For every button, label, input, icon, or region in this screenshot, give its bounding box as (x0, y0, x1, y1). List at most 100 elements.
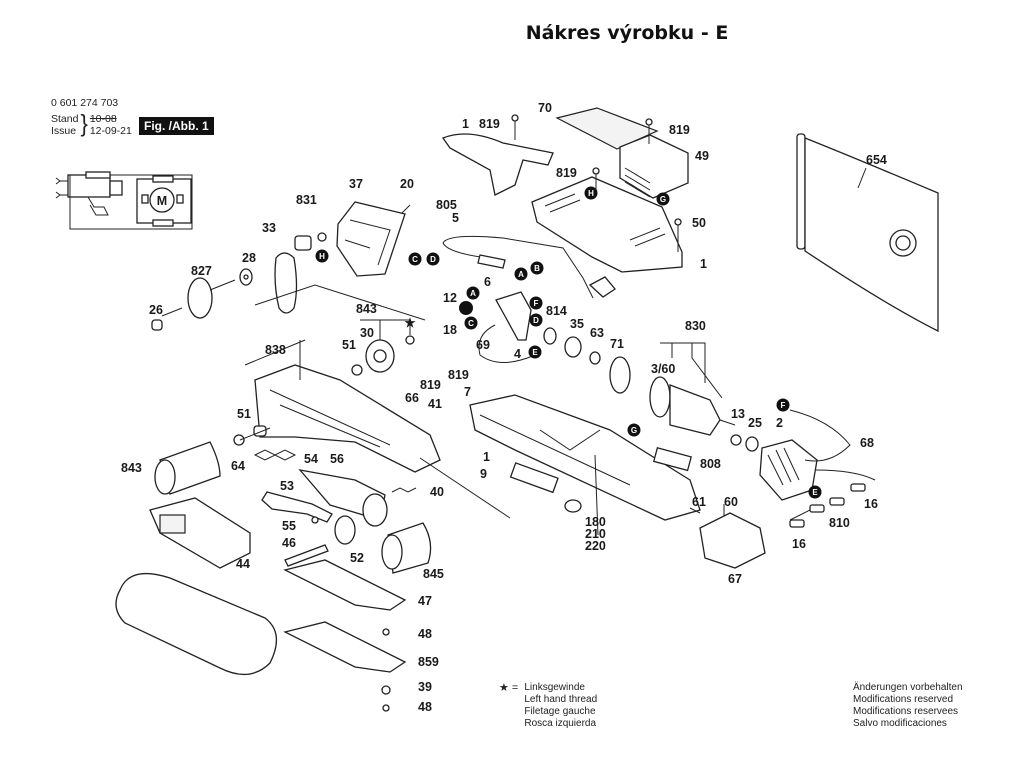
callout-label: 5 (452, 211, 459, 225)
connector-badge: F (529, 296, 543, 310)
connector-letter: E (532, 348, 538, 357)
callout-label: 819 (479, 117, 500, 131)
figure-badge: Fig. /Abb. 1 (139, 117, 214, 135)
connector-letter: F (534, 299, 539, 308)
callout-label: 843 (121, 461, 142, 475)
connector-dot-icon (529, 313, 543, 327)
callout-label: 50 (692, 216, 706, 230)
part-pulley-831 (294, 232, 327, 251)
callout-label: 4 (514, 347, 521, 361)
callout-label: 831 (296, 193, 317, 207)
stand-label: Stand (51, 113, 79, 125)
callout-label: 48 (418, 627, 432, 641)
callout-label: 654 (866, 153, 887, 167)
part-base-44 (149, 497, 251, 569)
callout-label: 47 (418, 594, 432, 608)
part-sanding-belt (115, 572, 277, 675)
part-switch-4 (478, 291, 536, 363)
callout-label: 819 (669, 123, 690, 137)
connector-letter: F (781, 401, 786, 410)
callout-label: 13 (731, 407, 745, 421)
part-pin-46 (284, 516, 329, 567)
callout-label: 61 (692, 495, 706, 509)
connector-letter: A (470, 289, 476, 298)
callout-label: 60 (724, 495, 738, 509)
callout-label: 827 (191, 264, 212, 278)
callout-label: 210 (585, 527, 606, 541)
connector-dot-icon (426, 252, 440, 266)
part-roller-845 (381, 522, 432, 574)
screws-bottom (381, 628, 391, 712)
part-cap-49 (619, 134, 689, 199)
legend-line: Linksgewinde (524, 682, 585, 693)
page-title: Nákres výrobku - E (525, 22, 729, 44)
callout-label: 28 (242, 251, 256, 265)
part-handle-top (441, 133, 554, 196)
callout-label: 1 (700, 257, 707, 271)
callout-label: 26 (149, 303, 163, 317)
callout-label: 35 (570, 317, 584, 331)
callout-label: 70 (538, 101, 552, 115)
connector-badge: H (315, 249, 329, 263)
connector-badge: D (426, 252, 440, 266)
callout-label: 7 (464, 385, 471, 399)
connector-dot-icon (466, 286, 480, 300)
callout-label: 20 (400, 177, 414, 191)
connector-badge: C (464, 316, 478, 330)
callout-label: 49 (695, 149, 709, 163)
part-number: 0 601 274 703 (51, 97, 119, 109)
callout-label: 859 (418, 655, 439, 669)
part-cover-70 (555, 107, 659, 150)
part-roller-843 (154, 425, 267, 495)
callout-label: 808 (700, 457, 721, 471)
callout-label: 33 (262, 221, 276, 235)
part-bearing-28 (239, 268, 253, 286)
motor-symbol-circle (149, 187, 175, 213)
screws-top (511, 114, 682, 252)
connector-dot-icon (528, 345, 542, 359)
connector-badge: E (528, 345, 542, 359)
callout-label: 55 (282, 519, 296, 533)
part-power-cable (442, 235, 616, 299)
callout-label: 805 (436, 198, 457, 212)
connector-letter: G (631, 426, 637, 435)
left-hand-thread-legend: ★ = Linksgewinde Left hand thread Fileta… (499, 682, 597, 730)
callout-label: 46 (282, 536, 296, 550)
callout-label: 830 (685, 319, 706, 333)
part-rear-cap-67 (689, 504, 766, 569)
connector-badge: H (584, 186, 598, 200)
callout-label: 845 (423, 567, 444, 581)
callout-label: 819 (448, 368, 469, 382)
brace-icon: } (80, 109, 88, 138)
legend-line: Filetage gauche (524, 706, 596, 717)
part-switch-housing (531, 176, 683, 273)
connector-letter: H (588, 189, 594, 198)
connector-badge: A (514, 267, 528, 281)
callout-label: 56 (330, 452, 344, 466)
callout-label: 30 (360, 326, 374, 340)
drawing-info: 0 601 274 703 Stand Issue } 10-08 12-09-… (51, 97, 132, 137)
issue-block: Stand Issue } 10-08 12-09-21 (51, 109, 132, 138)
connector-dot-icon (776, 398, 790, 412)
callout-label: 63 (590, 326, 604, 340)
connector-letter: G (660, 195, 666, 204)
connector-dot-icon (584, 186, 598, 200)
leader-lines (239, 284, 599, 536)
connector-badge: G (627, 423, 641, 437)
callout-label: 68 (860, 436, 874, 450)
callout-label: 48 (418, 700, 432, 714)
callout-label: 16 (864, 497, 878, 511)
part-brushes (789, 483, 866, 528)
callout-label: 1 (483, 450, 490, 464)
connector-letter: C (412, 255, 418, 264)
part-toothed-belt (274, 252, 298, 314)
callout-label: 18 (443, 323, 457, 337)
connector-dot-icon (408, 252, 422, 266)
connector-letter: A (518, 270, 524, 279)
connector-letter: D (533, 316, 539, 325)
solid-connector-dot-icon (459, 301, 473, 315)
callout-label: 67 (728, 572, 742, 586)
part-gear-843: ★ (351, 316, 416, 376)
